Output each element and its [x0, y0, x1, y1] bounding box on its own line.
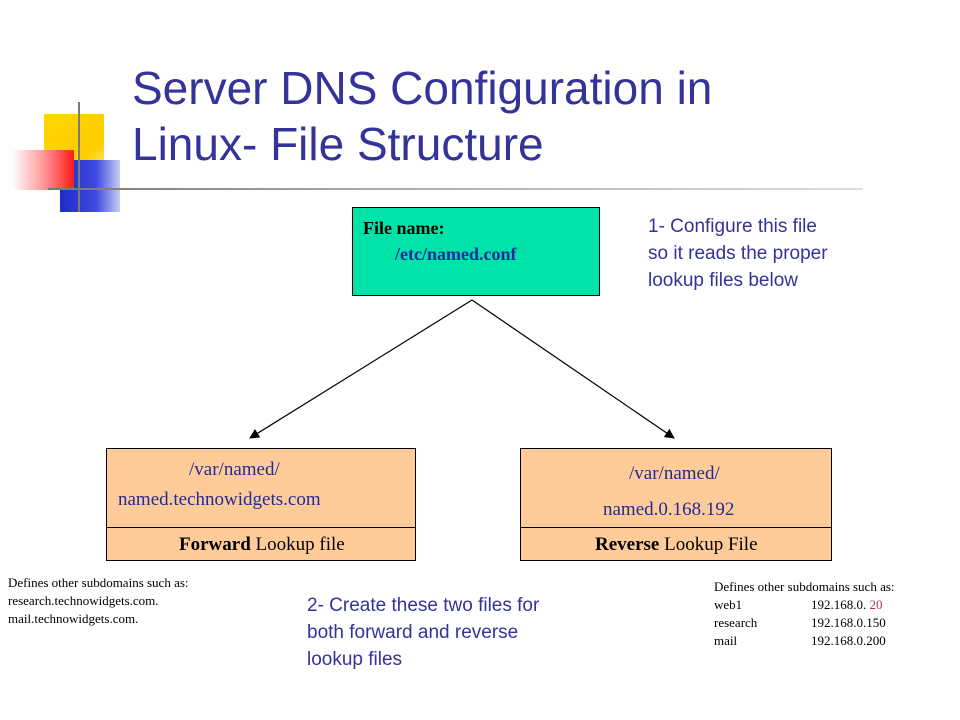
configure-note-line-3: lookup files below: [648, 270, 798, 291]
ip-row-address: 192.168.0.200: [811, 633, 886, 648]
forward-subdomain-notes: Defines other subdomains such as: resear…: [8, 574, 189, 628]
forward-defs-item: research.technowidgets.com.: [8, 593, 159, 608]
ip-row-address-suffix: 20: [866, 597, 883, 612]
reverse-path-line-2: named.0.168.192: [603, 499, 735, 520]
configure-note-line-1: 1- Configure this file: [648, 216, 817, 237]
reverse-lookup-label: Reverse Lookup File: [595, 528, 758, 561]
create-files-note: 2- Create these two files for both forwa…: [307, 592, 597, 673]
ip-row-address: 192.168.0. 20: [811, 596, 883, 614]
config-file-label: File name:: [363, 218, 445, 238]
reverse-path-area: /var/named/ named.0.168.192: [521, 449, 831, 528]
create-note-line-2: both forward and reverse: [307, 622, 519, 643]
ip-row: research 192.168.0.150: [714, 614, 895, 632]
forward-path-line-2: named.technowidgets.com: [118, 489, 321, 510]
reverse-label-area: Reverse Lookup File: [521, 528, 831, 561]
forward-lookup-box: /var/named/ named.technowidgets.com Forw…: [106, 448, 416, 561]
ip-row-name: research: [714, 615, 758, 630]
config-file-box: File name: /etc/named.conf: [352, 207, 600, 296]
ip-row-address: 192.168.0.150: [811, 615, 886, 630]
forward-label-area: Forward Lookup file: [107, 528, 415, 561]
reverse-defs-heading: Defines other subdomains such as:: [714, 579, 895, 594]
ip-row-address-main: 192.168.0.: [811, 597, 867, 612]
configure-note-line-2: so it reads the proper: [648, 243, 828, 264]
forward-label-rest: Lookup file: [250, 534, 345, 555]
arrow-to-reverse: [471, 299, 675, 439]
reverse-lookup-box: /var/named/ named.0.168.192 Reverse Look…: [520, 448, 832, 561]
ip-row: web1 192.168.0. 20: [714, 596, 895, 614]
forward-defs-item: mail.technowidgets.com.: [8, 611, 139, 626]
forward-lookup-label: Forward Lookup file: [179, 528, 345, 561]
config-file-path: /etc/named.conf: [395, 244, 517, 264]
slide-title: Server DNS Configuration in Linux- File …: [132, 60, 932, 172]
create-note-line-3: lookup files: [307, 649, 403, 670]
create-note-line-1: 2- Create these two files for: [307, 595, 540, 616]
title-line-2: Linux- File Structure: [132, 118, 544, 170]
ip-row-name: web1: [714, 597, 743, 612]
forward-defs-heading: Defines other subdomains such as:: [8, 575, 189, 590]
reverse-label-rest: Lookup File: [659, 534, 758, 555]
decorative-red-bar: [12, 150, 74, 190]
reverse-label-bold: Reverse: [595, 534, 660, 555]
reverse-subdomain-notes: Defines other subdomains such as: web1 1…: [714, 578, 895, 650]
forward-path-line-1: /var/named/: [189, 459, 280, 480]
decorative-vertical-line: [78, 102, 80, 212]
title-underline: [48, 188, 863, 190]
configure-note: 1- Configure this file so it reads the p…: [648, 213, 888, 294]
forward-path-area: /var/named/ named.technowidgets.com: [107, 449, 415, 528]
forward-label-bold: Forward: [179, 534, 251, 555]
ip-row: mail 192.168.0.200: [714, 632, 895, 650]
title-line-1: Server DNS Configuration in: [132, 62, 713, 114]
reverse-path-line-1: /var/named/: [629, 463, 720, 484]
arrow-to-forward: [249, 299, 473, 439]
ip-row-name: mail: [714, 633, 738, 648]
